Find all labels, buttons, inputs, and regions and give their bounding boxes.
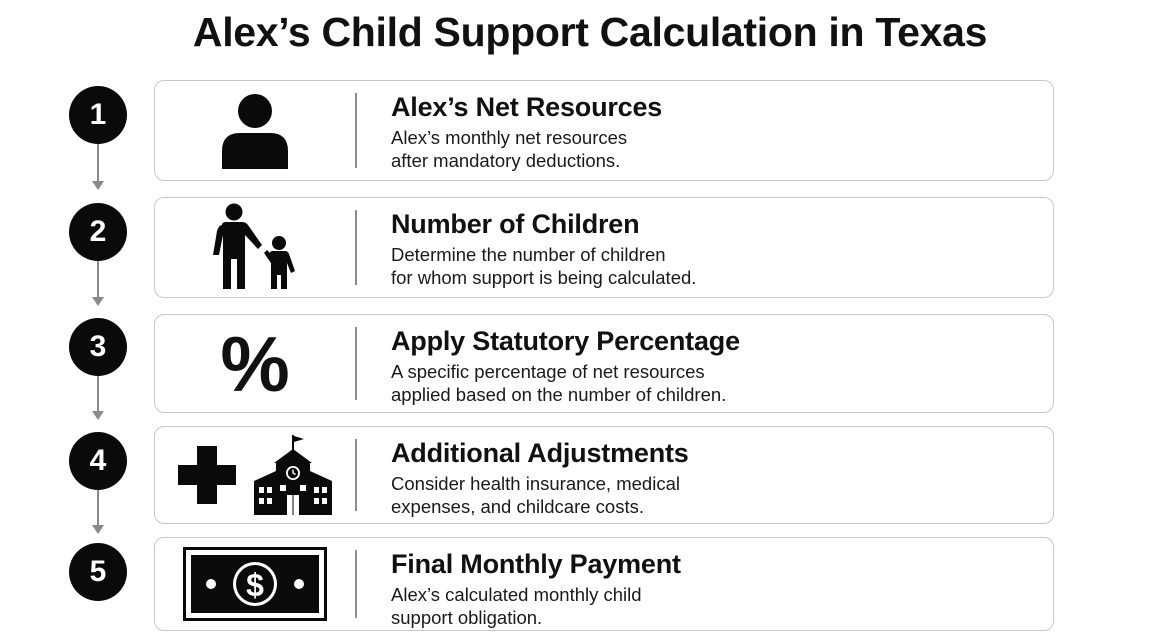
- step-heading: Additional Adjustments: [391, 438, 689, 468]
- arrow-down-icon: [92, 525, 104, 534]
- step-description: A specific percentage of net resources a…: [391, 361, 727, 405]
- connector-line: [97, 261, 99, 297]
- dollar-sign: $: [246, 567, 264, 603]
- dollar-bill-icon: $: [183, 547, 327, 621]
- step-icon-container: [155, 81, 355, 180]
- medical-cross-icon: [178, 446, 236, 504]
- step-card-2: Number of Children Determine the number …: [154, 197, 1054, 298]
- step-number-1: 1: [69, 86, 127, 144]
- step-number-5: 5: [69, 543, 127, 601]
- parent-child-icon: [213, 203, 295, 289]
- step-description: Determine the number of children for who…: [391, 244, 697, 288]
- person-icon: [222, 93, 288, 169]
- connector-line: [97, 490, 99, 525]
- step-number-4: 4: [69, 432, 127, 490]
- step-heading: Number of Children: [391, 209, 640, 239]
- step-icon-container: [155, 198, 355, 297]
- percent-icon: %: [220, 319, 290, 408]
- step-description: Consider health insurance, medical expen…: [391, 473, 680, 517]
- step-number-3: 3: [69, 318, 127, 376]
- arrow-down-icon: [92, 181, 104, 190]
- step-description: Alex’s monthly net resources after manda…: [391, 127, 628, 171]
- step-heading: Apply Statutory Percentage: [391, 326, 740, 356]
- arrow-down-icon: [92, 411, 104, 420]
- card-divider: [355, 327, 357, 400]
- step-description: Alex’s calculated monthly child support …: [391, 584, 642, 628]
- card-divider: [355, 210, 357, 285]
- step-card-3: % Apply Statutory Percentage A specific …: [154, 314, 1054, 413]
- step-card-5: $ Final Monthly Payment Alex’s calculate…: [154, 537, 1054, 631]
- card-divider: [355, 439, 357, 511]
- step-icon-container: [155, 427, 355, 523]
- step-card-4: Additional Adjustments Consider health i…: [154, 426, 1054, 524]
- step-icon-container: %: [155, 315, 355, 412]
- card-divider: [355, 550, 357, 618]
- arrow-down-icon: [92, 297, 104, 306]
- step-card-1: Alex’s Net Resources Alex’s monthly net …: [154, 80, 1054, 181]
- step-number-2: 2: [69, 203, 127, 261]
- step-heading: Alex’s Net Resources: [391, 92, 663, 122]
- card-divider: [355, 93, 357, 168]
- step-heading: Final Monthly Payment: [391, 549, 681, 579]
- school-icon: [254, 435, 332, 515]
- page-title: Alex’s Child Support Calculation in Texa…: [192, 9, 988, 55]
- step-icon-container: $: [155, 538, 355, 630]
- connector-line: [97, 144, 99, 181]
- connector-line: [97, 376, 99, 411]
